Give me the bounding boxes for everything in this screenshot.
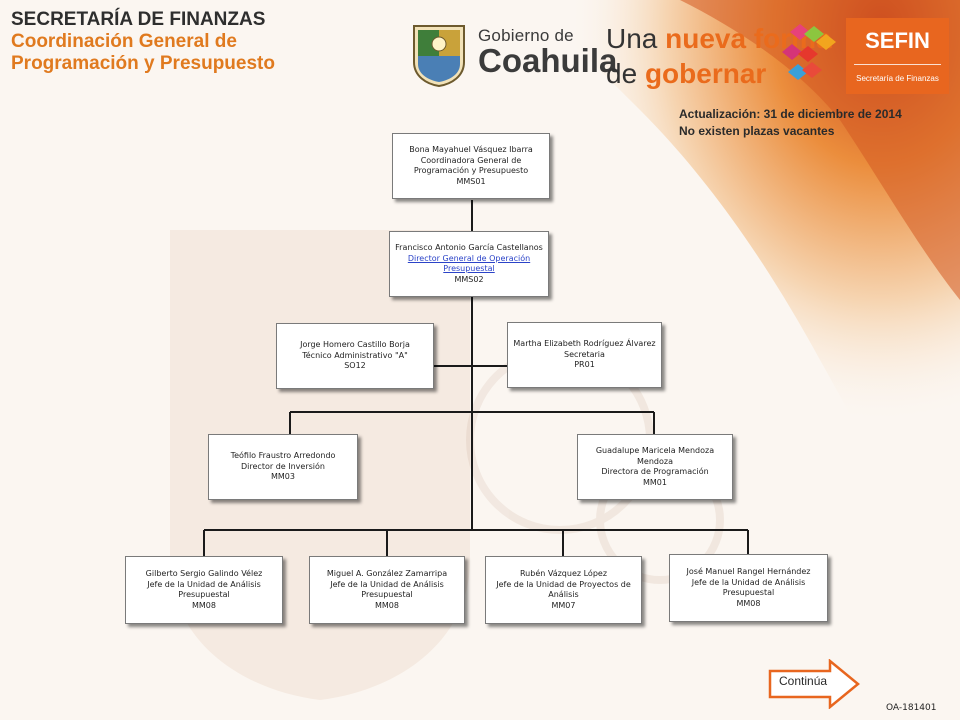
node-name: Guadalupe Maricela Mendoza Mendoza: [595, 446, 715, 466]
node-title: Jefe de la Unidad de Análisis Presupuest…: [691, 577, 806, 598]
sefin-logo-title: SEFIN: [865, 28, 930, 53]
page-header: SECRETARÍA DE FINANZAS Coordinación Gene…: [11, 9, 275, 75]
node-title: Secretaria: [564, 349, 605, 359]
node-code: MM08: [192, 600, 216, 610]
node-name: Jorge Homero Castillo Borja: [300, 340, 410, 350]
node-title: Jefe de la Unidad de Proyectos de Anális…: [496, 579, 631, 600]
page-title: SECRETARÍA DE FINANZAS: [11, 9, 266, 30]
node-name: José Manuel Rangel Hernández: [686, 567, 811, 576]
org-node-secretaria: Martha Elizabeth Rodríguez Álvarez Secre…: [507, 322, 662, 388]
node-name: Miguel A. González Zamarripa: [326, 569, 448, 578]
page-subtitle-line2: Programación y Presupuesto: [11, 53, 275, 74]
document-code: OA-181401: [886, 703, 937, 713]
org-node-jefe-proyectos: Rubén Vázquez López Jefe de la Unidad de…: [485, 556, 642, 624]
node-code: MM03: [271, 472, 295, 482]
node-code: MMS01: [456, 176, 486, 186]
vacancies-note: No existen plazas vacantes: [679, 124, 835, 138]
continue-label[interactable]: Continúa: [779, 674, 828, 688]
node-code: PR01: [574, 360, 595, 370]
node-title: Jefe de la Unidad de Análisis Presupuest…: [147, 579, 261, 600]
node-name: Francisco Antonio García Castellanos: [395, 243, 543, 252]
node-title: Coordinadora General de Programación y P…: [413, 155, 529, 176]
update-date: Actualización: 31 de diciembre de 2014: [679, 107, 902, 121]
org-node-director-inversion: Teófilo Fraustro Arredondo Director de I…: [208, 434, 358, 500]
org-node-jefe-analisis-1: Gilberto Sergio Galindo Vélez Jefe de la…: [125, 556, 283, 624]
page-subtitle-line1: Coordinación General de: [11, 31, 237, 52]
node-code: MM01: [643, 477, 667, 487]
node-title: Técnico Administrativo "A": [302, 350, 408, 360]
node-name: Teófilo Fraustro Arredondo: [230, 451, 336, 461]
slogan-diamonds-icon: [782, 24, 836, 80]
node-name: Martha Elizabeth Rodríguez Álvarez: [513, 339, 656, 349]
node-code: MM08: [375, 600, 399, 610]
node-name: Bona Mayahuel Vásquez Ibarra: [409, 145, 533, 154]
slogan-text-d: gobernar: [644, 58, 767, 89]
node-title: Jefe de la Unidad de Análisis Presupuest…: [330, 579, 444, 600]
sefin-logo: SEFIN Secretaría de Finanzas: [846, 18, 949, 94]
continue-arrow-button[interactable]: [768, 659, 860, 709]
node-name: Rubén Vázquez López: [519, 569, 608, 578]
director-title-link[interactable]: Director General de Operación Presupuest…: [407, 253, 531, 274]
org-node-tecnico-administrativo: Jorge Homero Castillo Borja Técnico Admi…: [276, 323, 434, 389]
org-node-directora-programacion: Guadalupe Maricela Mendoza Mendoza Direc…: [577, 434, 733, 500]
gobierno-logo-big: Coahuila: [478, 42, 618, 79]
slogan-text-c: de: [606, 58, 645, 89]
slogan-text-a: Una: [606, 23, 666, 54]
node-title: Directora de Programación: [601, 467, 709, 476]
org-node-jefe-analisis-3: José Manuel Rangel Hernández Jefe de la …: [669, 554, 828, 622]
gobierno-coahuila-logo: Gobierno de Coahuila: [478, 26, 618, 79]
org-node-coordinadora: Bona Mayahuel Vásquez Ibarra Coordinador…: [392, 133, 550, 199]
update-note: Actualización: 31 de diciembre de 2014 N…: [679, 106, 902, 140]
sefin-logo-divider: [854, 64, 941, 65]
sefin-logo-subtitle: Secretaría de Finanzas: [856, 74, 939, 83]
org-node-jefe-analisis-2: Miguel A. González Zamarripa Jefe de la …: [309, 556, 465, 624]
node-code: MM07: [551, 600, 576, 610]
node-code: MMS02: [454, 274, 484, 284]
coahuila-coat-of-arms-logo: [413, 25, 465, 88]
node-title: Director de Inversión: [241, 461, 325, 471]
node-code: SO12: [344, 361, 366, 371]
node-name: Gilberto Sergio Galindo Vélez: [145, 569, 263, 578]
org-node-director-general: Francisco Antonio García Castellanos Dir…: [389, 231, 549, 297]
gobierno-logo-small: Gobierno de: [478, 26, 574, 45]
node-code: MM08: [736, 598, 761, 608]
